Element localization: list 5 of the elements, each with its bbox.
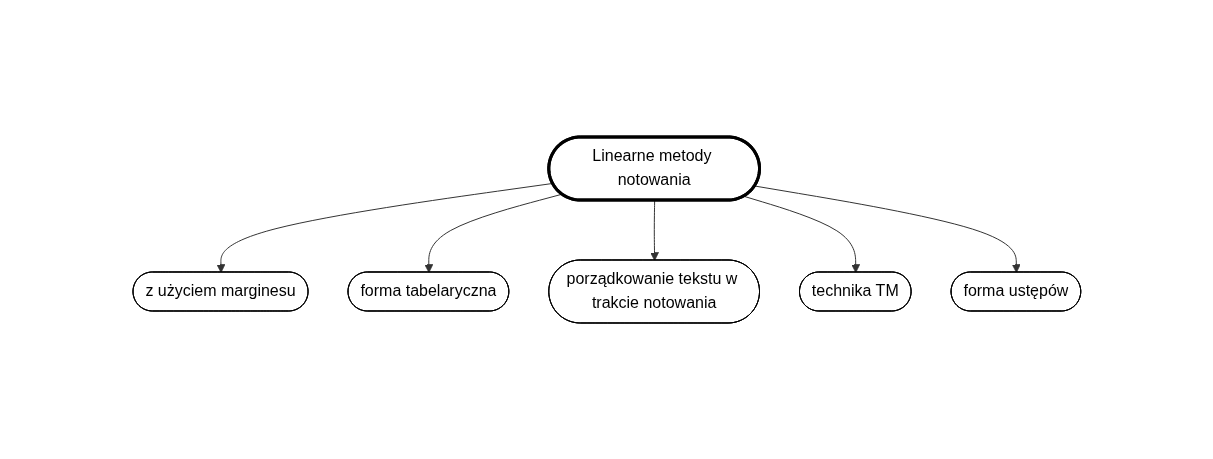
arrow — [754, 185, 1021, 273]
arrow — [743, 195, 860, 273]
arrow — [649, 199, 659, 261]
arrow — [424, 193, 563, 273]
arrow — [216, 182, 553, 273]
